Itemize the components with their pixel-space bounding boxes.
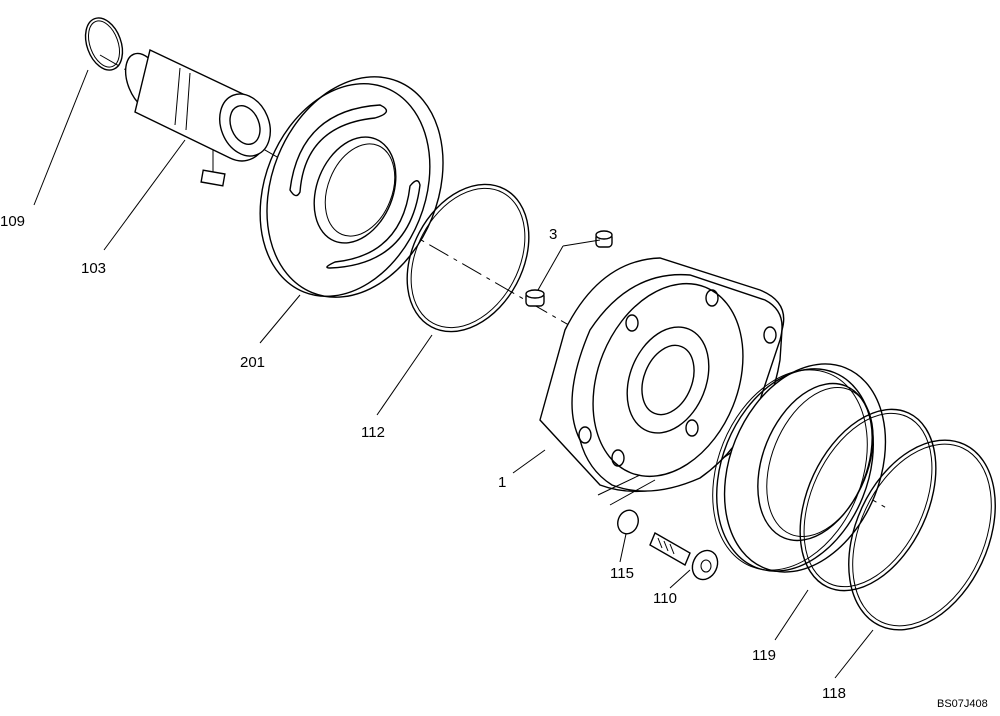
callout-112: 112 bbox=[361, 424, 385, 441]
part-3-pins bbox=[525, 230, 613, 307]
callout-201: 201 bbox=[240, 354, 265, 371]
callout-1: 1 bbox=[498, 474, 506, 491]
part-103-pin bbox=[124, 48, 271, 187]
part-115-small-o-ring bbox=[617, 509, 639, 535]
part-201-valve-plate bbox=[259, 76, 444, 298]
leader-lines bbox=[33, 69, 874, 679]
part-110-bolt bbox=[649, 531, 719, 581]
callout-3: 3 bbox=[549, 226, 557, 243]
part-119-seal bbox=[712, 363, 887, 573]
part-109-snap-ring bbox=[84, 10, 124, 71]
callout-110: 110 bbox=[653, 590, 677, 607]
callout-115: 115 bbox=[610, 565, 634, 582]
drawing-code: BS07J408 bbox=[937, 698, 988, 710]
part-112-o-ring bbox=[406, 183, 530, 333]
callout-labels: 109 103 201 112 3 1 115 110 119 118 BS07… bbox=[0, 213, 988, 710]
part-118-o-rings bbox=[799, 408, 996, 631]
callout-119: 119 bbox=[752, 647, 776, 664]
callout-118: 118 bbox=[822, 685, 846, 702]
callout-103: 103 bbox=[81, 260, 106, 277]
callout-109: 109 bbox=[0, 213, 25, 230]
